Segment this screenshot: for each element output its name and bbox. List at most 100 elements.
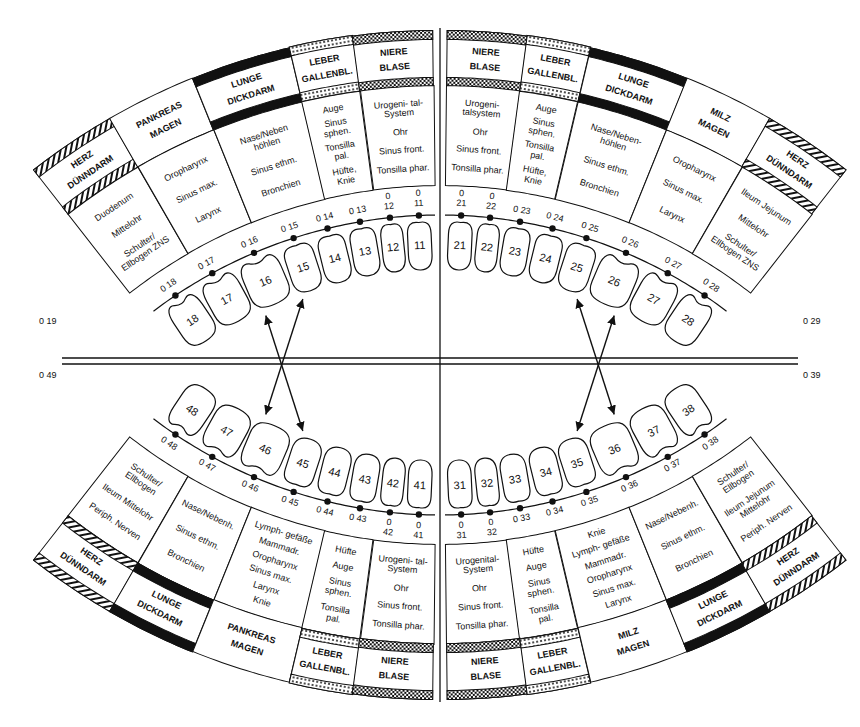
meridian-band: [300, 628, 361, 648]
tooth-point: [458, 212, 464, 218]
point-label: 0 39: [803, 371, 821, 381]
organ-sector: LEBERGALLENBL.: [297, 640, 356, 682]
region-name: Nase/Nebenh.: [644, 498, 700, 532]
text-stack: NIEREBLASE: [450, 651, 521, 689]
text-stack: 13: [348, 225, 382, 279]
tooth-point: [517, 505, 523, 511]
region-name: Tonsilla pal.: [319, 139, 363, 166]
point-label: 0 25: [580, 220, 600, 235]
tooth-point: [701, 292, 707, 298]
arrow-connector: [266, 299, 303, 414]
tooth-outline: [407, 222, 433, 271]
region-name: Tonsilla phar.: [455, 618, 508, 632]
organ-name: LEBER: [311, 646, 343, 661]
region-name: Sinus front.: [456, 145, 502, 158]
region-name: Nase/Nebenh.: [180, 498, 236, 532]
tooth-point: [416, 511, 422, 517]
sector-outline: [353, 29, 437, 92]
organ-name: BLASE: [470, 671, 501, 683]
organ-name: NIERE: [381, 657, 409, 669]
tooth-outline: [316, 232, 354, 285]
organ-sector: LEBERGALLENBL.: [297, 48, 356, 90]
arrow-connector: [577, 299, 614, 414]
point-label: 0 27: [663, 255, 683, 272]
tooth-number: 14: [327, 250, 342, 265]
region-name: Larynx: [657, 205, 686, 226]
point-label: 0 34: [545, 505, 564, 519]
region-sector: Urogeni- tal-SystemOhrSinus front.Tonsil…: [370, 545, 430, 641]
region-name: Sinus ethm.: [659, 523, 706, 553]
axis-line: [439, 28, 440, 702]
region-name: Tonsilla pal.: [313, 601, 357, 628]
organ-name: LEBER: [537, 646, 569, 661]
region-name: Sinus sphen.: [519, 575, 563, 602]
meridian-band: [289, 35, 354, 56]
shape-outline: [359, 41, 430, 79]
tooth: 11: [407, 220, 433, 271]
tooth-point: [209, 270, 215, 276]
point-label: 0 33: [512, 513, 531, 526]
tooth-number: 37: [645, 422, 662, 438]
region-name: Tonsilla phar.: [376, 163, 429, 177]
tooth: 41: [407, 459, 433, 510]
point-label: 0 12: [381, 191, 396, 212]
region-name: Sinus ethm.: [250, 155, 298, 179]
tooth-outline: [380, 224, 407, 274]
tooth-outline: [316, 445, 354, 498]
text-stack: 21: [447, 220, 473, 271]
region-name: Ohr: [393, 583, 409, 594]
region-name: Sinus max.: [661, 178, 705, 206]
tooth-number: 42: [386, 476, 399, 489]
region-name: Urogeni- talsystem: [454, 98, 509, 122]
tooth-outline: [447, 222, 473, 271]
region-name: Larynx: [194, 205, 223, 226]
sector-outline: [686, 166, 812, 297]
meridian-band: [526, 674, 591, 695]
axis-line: [62, 357, 798, 358]
organ-name: BLASE: [380, 61, 411, 73]
text-stack: 11: [407, 220, 433, 271]
region-name: Larynx: [604, 594, 633, 612]
tooth-outline: [660, 292, 715, 351]
tooth-outline: [498, 452, 532, 504]
region-name: Urogeni- tal-System: [371, 98, 426, 122]
tooth-number: 34: [538, 465, 553, 480]
meridian-band: [446, 639, 521, 654]
tooth-number: 46: [258, 442, 274, 458]
tooth: 22: [473, 221, 500, 273]
tooth-outline: [348, 452, 382, 504]
meridian-band: [353, 29, 434, 45]
arrow-connector: [577, 315, 614, 430]
point-label: 0 28: [700, 277, 720, 295]
text-stack: 33: [498, 452, 532, 506]
tooth-number: 31: [453, 478, 466, 491]
text-stack: 41: [407, 459, 433, 510]
sector-outline: [739, 514, 847, 613]
point-label: 0 24: [545, 211, 564, 225]
point-label: 0 29: [803, 317, 821, 327]
point-label: 0 37: [663, 458, 683, 475]
region-name: Mittelohr: [110, 213, 144, 241]
tooth-number: 18: [184, 312, 201, 329]
region-name: Hüfte, Knie: [512, 163, 556, 190]
region-sector: Urogeni- tal-SystemOhrSinus front.Tonsil…: [370, 90, 430, 186]
tooth-outline: [447, 459, 473, 508]
tooth: 23: [498, 225, 532, 279]
tooth-point: [357, 505, 363, 511]
sector-outline: [443, 29, 527, 92]
sector-outline: [360, 85, 441, 191]
arrow-connector: [266, 315, 303, 430]
point-label: 0 41: [411, 520, 425, 540]
point-label: 0 36: [620, 479, 640, 495]
meridian-band: [526, 35, 591, 56]
text-stack: 42: [379, 456, 406, 508]
text-stack: Urogeni- tal-SystemOhrSinus front.Tonsil…: [370, 90, 430, 186]
text-stack: 43: [348, 452, 382, 506]
point-label: 0 16: [239, 235, 259, 251]
sector-outline: [353, 638, 437, 701]
tooth: 13: [348, 225, 382, 279]
organ-name: GALLENBL.: [298, 659, 350, 678]
organ-name: BLASE: [379, 671, 410, 683]
organ-sector: NIEREBLASE: [450, 41, 521, 79]
